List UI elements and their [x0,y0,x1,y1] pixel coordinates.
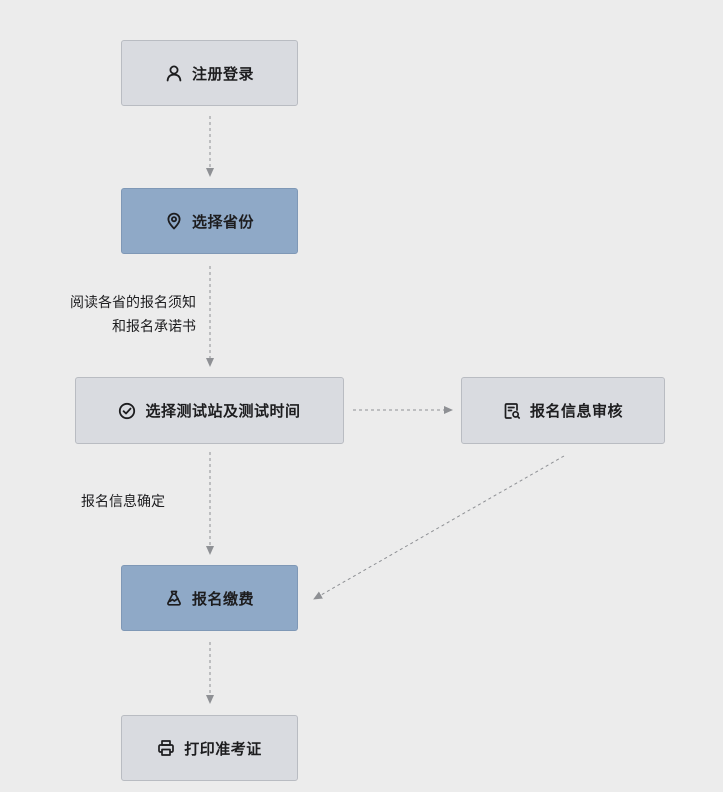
node-select-province-label: 选择省份 [191,212,254,231]
edge-review-to-payment [313,455,565,600]
edge-label-read-notice: 阅读各省的报名须知 和报名承诺书 [0,291,196,339]
printer-icon [157,739,175,757]
location-pin-icon [165,212,183,230]
document-review-icon [503,402,521,420]
edge-label-read-notice-line1: 阅读各省的报名须知 [70,295,196,311]
node-info-review-label: 报名信息审核 [529,402,623,420]
user-icon [165,64,183,82]
node-register-login-label: 注册登录 [191,64,254,83]
node-select-site-time-label: 选择测试站及测试时间 [145,402,301,420]
node-payment-label: 报名缴费 [191,589,254,608]
edge-label-confirm-info: 报名信息确定 [81,494,165,510]
check-circle-icon [118,402,136,420]
node-info-review: 报名信息审核 [461,377,665,444]
node-payment: 报名缴费 [121,565,298,631]
node-register-login: 注册登录 [121,40,298,106]
node-print-admission: 打印准考证 [121,715,298,781]
payment-bag-icon [165,589,183,607]
node-select-site-time: 选择测试站及测试时间 [75,377,344,444]
edge-label-read-notice-line2: 和报名承诺书 [112,319,196,335]
node-print-admission-label: 打印准考证 [184,739,262,758]
node-select-province: 选择省份 [121,188,298,254]
